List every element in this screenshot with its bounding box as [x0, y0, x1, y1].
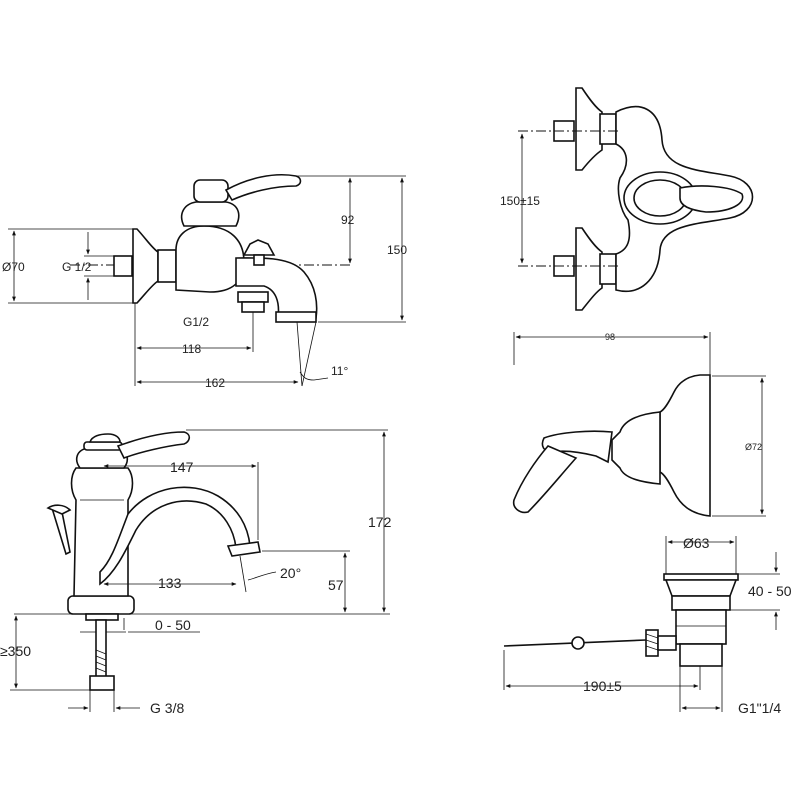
bath-length-118: 118: [182, 342, 201, 356]
basin-thread-label: G 3/8: [150, 700, 184, 716]
waste-ring: [671, 595, 731, 611]
waste-view: Ø63 40 - 50 190±5 G1"1/4: [503, 535, 792, 716]
waste-thread-label: G1"1/4: [738, 700, 781, 716]
basin-spout: [99, 486, 251, 586]
top-lever: [679, 185, 744, 213]
waste-side-nut: [645, 629, 659, 657]
waste-body: [675, 609, 727, 645]
basin-popup-knob: [46, 504, 72, 515]
basin-base: [67, 595, 135, 615]
basin-hose-nut: [89, 675, 115, 691]
waste-cone: [664, 579, 738, 597]
bath-diverter-stem: [253, 254, 265, 266]
top-nut-upper: [599, 113, 617, 145]
basin-reach-147: 147: [170, 459, 194, 475]
bath-dia-label: Ø70: [2, 260, 25, 274]
top-nut-lower: [599, 253, 617, 285]
waste-range-label: 40 - 50: [748, 583, 792, 599]
bath-thread-label: G 1/2: [62, 260, 92, 274]
bath-diverter-knob: [242, 239, 276, 256]
waste-rod-ball: [571, 636, 585, 650]
waste-nut-hatch: [645, 633, 659, 651]
basin-aerator: [226, 541, 261, 557]
hv-width-label: 98: [605, 332, 615, 342]
bath-body: [175, 225, 245, 293]
bath-ext-angle: [301, 321, 317, 387]
basin-height-172: 172: [368, 514, 392, 530]
bath-spout: [235, 257, 318, 319]
bath-cartridge-cap: [193, 179, 229, 203]
hv-dia-label: Ø72: [745, 442, 762, 452]
basin-mixer-view: 147 133 20° 57 172 0 - 50 ≥350 G 3/8: [0, 429, 392, 716]
basin-angle-arc: [247, 571, 277, 581]
handle-side-view: 98 Ø72: [512, 332, 766, 517]
hv-body: [611, 411, 661, 485]
bath-length-162: 162: [205, 376, 225, 390]
basin-fix-plate: [85, 613, 119, 621]
bath-ext-spout: [296, 321, 303, 387]
bath-height-150: 150: [387, 243, 407, 257]
wall-mixer-top-view: 150±15: [500, 87, 754, 311]
bath-height-92: 92: [341, 213, 355, 227]
bath-nut: [157, 249, 177, 283]
top-flange-upper: [575, 87, 603, 171]
top-flange-lower: [575, 227, 603, 311]
hv-lever-top: [541, 430, 613, 464]
hv-lever-grip: [512, 445, 578, 514]
basin-angle-ext: [239, 555, 247, 593]
basin-angle-label: 20°: [280, 565, 301, 581]
hv-rosette: [659, 374, 711, 517]
bath-mixer-view: Ø70 G 1/2 92 150 G1/2 118 162 11°: [2, 173, 407, 390]
bath-outlet-thread: G1/2: [183, 315, 209, 329]
top-centres-label: 150±15: [500, 194, 540, 208]
basin-height-57: 57: [328, 577, 344, 593]
bath-angle-arc: [299, 371, 329, 381]
waste-side-boss: [657, 635, 677, 651]
bath-angle-label: 11°: [331, 364, 348, 378]
waste-dia-label: Ø63: [683, 535, 710, 551]
basin-cap-top: [88, 433, 121, 443]
basin-popup-rod: [50, 506, 71, 556]
waste-flange: [663, 573, 739, 581]
basin-thread-hatch: [95, 649, 107, 673]
bath-inlet-nut: [113, 255, 133, 277]
waste-tail: [679, 643, 723, 667]
basin-hose-label: ≥350: [0, 643, 31, 659]
bath-cartridge-housing: [180, 201, 240, 227]
waste-rod-label: 190±5: [583, 678, 622, 694]
basin-deck-label: 0 - 50: [155, 617, 191, 633]
bath-shower-outlet: [237, 291, 269, 303]
basin-lever: [116, 431, 191, 460]
bath-lever: [224, 173, 302, 202]
basin-reach-133: 133: [158, 575, 182, 591]
bath-flange: [132, 228, 159, 304]
bath-aerator: [275, 311, 317, 323]
basin-stud: [95, 619, 107, 679]
bath-shower-thread: [241, 301, 265, 313]
basin-cap-ring: [83, 441, 123, 451]
